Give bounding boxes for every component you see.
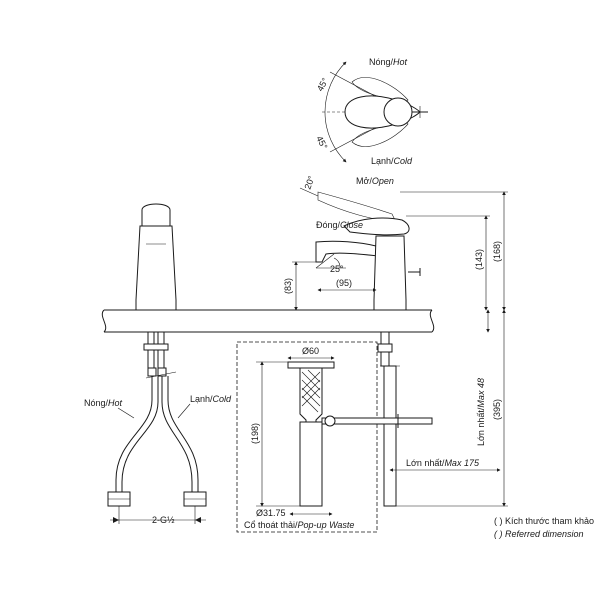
- spout-angle-line: [315, 253, 335, 269]
- top-view: 45° 45° Nóng/Hot Lạnh/Cold: [314, 57, 428, 166]
- dim-thread-arrow-left: [113, 517, 119, 523]
- leader-cold: [177, 403, 191, 419]
- waste-pivot-rod: [321, 417, 433, 425]
- legend-line-1: ( ) Kích thước tham khảo: [494, 516, 594, 526]
- side-pull-rod: [383, 365, 397, 507]
- front-cold-label: Lạnh/Cold: [190, 394, 232, 404]
- top-hot-label: Nóng/Hot: [369, 57, 408, 67]
- popup-waste: Ø60 (198) Ø31.75 Cổ thoát thải/Pop-u: [236, 341, 433, 533]
- top-angle-cold-label: 45°: [314, 134, 329, 151]
- max-lever-label: Lớn nhất/Max 175: [406, 458, 480, 468]
- spout: [315, 240, 379, 263]
- top-cold-label: Lạnh/Cold: [371, 156, 413, 166]
- hose-cold-inner: [167, 376, 199, 492]
- angle-spout-label: 25°: [330, 264, 344, 274]
- waste-hatch: [301, 369, 321, 413]
- front-view: Nóng/Hot Lạnh/Cold 2-G½: [84, 203, 232, 525]
- waste-tailpiece: [299, 421, 323, 507]
- dim-reach-label: (95): [336, 278, 352, 288]
- front-hose-connector-left: [147, 367, 157, 377]
- hose-break-left: [145, 371, 177, 379]
- dim-spout-height-label: (83): [283, 278, 293, 294]
- dim-thread-label: 2-G½: [152, 515, 175, 525]
- waste-flange: [287, 361, 335, 369]
- countertop: [101, 309, 435, 333]
- hose-hot-inner: [121, 376, 159, 492]
- leader-hot: [117, 407, 135, 419]
- lever-closed: [343, 217, 410, 236]
- dim-overall-label: (395): [492, 399, 502, 420]
- top-body-circle: [383, 97, 413, 127]
- faucet-body: [373, 235, 407, 311]
- open-label: Mở/Open: [356, 176, 394, 186]
- legend: ( ) Kích thước tham khảo ( ) Referred di…: [494, 516, 594, 539]
- waste-dim-top-label: Ø60: [302, 346, 319, 356]
- top-handle-hot-outline: [351, 77, 409, 107]
- side-view: 20° Mở/Open Đóng/Close 25° (83) (95) (14…: [283, 174, 508, 507]
- front-body: [135, 225, 177, 311]
- front-lever: [141, 203, 171, 227]
- side-shank-nut: [377, 343, 393, 353]
- waste-label: Cổ thoát thải/Pop-up Waste: [244, 520, 354, 530]
- waste-frame: [236, 341, 378, 533]
- max-thickness-label: Lớn nhất/Max 48: [476, 378, 486, 446]
- countertop-break-left: [101, 309, 107, 333]
- lever-open-angle-line: [299, 187, 319, 197]
- waste-dim-height-label: (198): [250, 423, 260, 444]
- dim-thread-arrow-right: [195, 517, 201, 523]
- dim-total-height-label: (168): [492, 241, 502, 262]
- countertop-break-right: [429, 309, 435, 333]
- waste-pivot-nut: [324, 415, 336, 427]
- front-hot-label: Nóng/Hot: [84, 398, 123, 408]
- hose-hot: [115, 376, 153, 492]
- spout-angle-arc: [333, 257, 341, 269]
- waste-dim-bottom-label: Ø31.75: [256, 508, 286, 518]
- dim-body-height-label: (143): [474, 249, 484, 270]
- close-label: Đóng/Close: [316, 220, 363, 230]
- legend-line-2: ( ) Referred dimension: [494, 529, 584, 539]
- hose-cold: [161, 376, 193, 492]
- front-shank-nut: [143, 343, 169, 351]
- angle-open-label: 20°: [302, 174, 316, 191]
- top-handle-cold-outline: [351, 117, 409, 147]
